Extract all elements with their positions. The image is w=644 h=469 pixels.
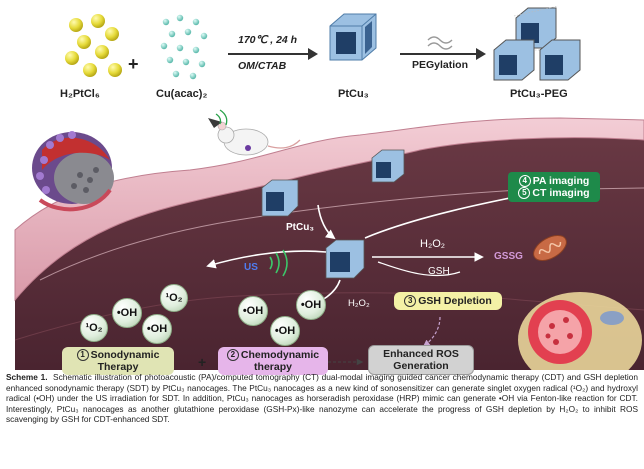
caption-label: Scheme 1. [6, 372, 48, 382]
product-ptcu3-peg-label: PtCu₃-PEG [510, 88, 568, 100]
sono-step-number: 1 [76, 349, 89, 361]
plus-sign: + [128, 54, 139, 74]
reagent-cu-acac-label: Cu(acac)₂ [156, 88, 208, 100]
gsh-label: GSH [428, 266, 450, 277]
chemo-line2: therapy [254, 361, 292, 373]
gssg-label: GSSG [494, 251, 523, 262]
h2o2-top-label: H₂O₂ [420, 238, 446, 250]
hydroxyl-radical-bubble: •OH [270, 316, 300, 346]
enhanced-ros-box: Enhanced ROS Generation [368, 345, 474, 375]
mouse-illustration [208, 109, 301, 156]
ptcu3-cube [329, 13, 377, 61]
imaging-step-number: 4 [518, 175, 531, 187]
synthesis-arrow-1 [228, 48, 318, 60]
chemo-line1: Chemodynamic [240, 349, 320, 361]
gsh-step-number: 3 [404, 295, 417, 307]
result-arrows [422, 316, 441, 347]
caption-text: Schematic illustration of photoacoustic … [6, 372, 638, 425]
sono-line2: Therapy [97, 361, 139, 373]
plus-sign-therapy: + [198, 354, 207, 370]
ptcu3-in-vessel [371, 149, 405, 183]
hydroxyl-radical-bubble: •OH [296, 290, 326, 320]
synthesis-arrow-2 [400, 36, 486, 60]
imaging-step-number: 5 [518, 187, 531, 199]
ultrasound-waves-icon [269, 249, 288, 277]
singlet-oxygen-bubble: ¹O₂ [160, 284, 188, 312]
scheme-caption: Scheme 1. Schematic illustration of phot… [6, 372, 638, 425]
h2ptcl6-particles [65, 14, 122, 77]
reaction-arrows [206, 188, 542, 312]
product-ptcu3-label: PtCu₃ [338, 88, 369, 100]
cancer-cell-illustration [518, 292, 642, 370]
ros-line2: Generation [393, 360, 449, 372]
chemo-step-number: 2 [226, 349, 239, 361]
pegylation-label: PEGylation [412, 59, 469, 71]
reagent-h2ptcl6-label: H₂PtCl₆ [60, 88, 100, 100]
singlet-oxygen-bubble: ¹O₂ [80, 314, 108, 342]
gsh-depletion-label: GSH Depletion [418, 295, 492, 307]
h2o2-low-label: H₂O₂ [348, 298, 370, 309]
sono-line1: Sonodynamic [90, 349, 160, 361]
synthesis-condition-solvent: OM/CTAB [238, 60, 287, 72]
ct-imaging-label: CT imaging [532, 187, 590, 199]
ptcu3-peg-cubes [493, 5, 581, 81]
synthesis-condition-temp: 170℃ , 24 h [238, 34, 298, 46]
hydroxyl-radical-bubble: •OH [142, 314, 172, 344]
ptcu3-cube-center [325, 239, 365, 279]
cu-acac-particles [160, 14, 208, 80]
hydroxyl-radical-bubble: •OH [238, 296, 268, 326]
tumor-sphere [32, 131, 114, 212]
us-label: US [244, 262, 258, 273]
ptcu3-cube-tissue [261, 179, 299, 217]
ptcu3-tissue-label: PtCu₃ [286, 222, 314, 233]
ros-line1: Enhanced ROS [383, 348, 459, 360]
mitochondrion-icon [533, 235, 567, 261]
hydroxyl-radical-bubble: •OH [112, 298, 142, 328]
pa-imaging-label: PA imaging [532, 175, 590, 187]
